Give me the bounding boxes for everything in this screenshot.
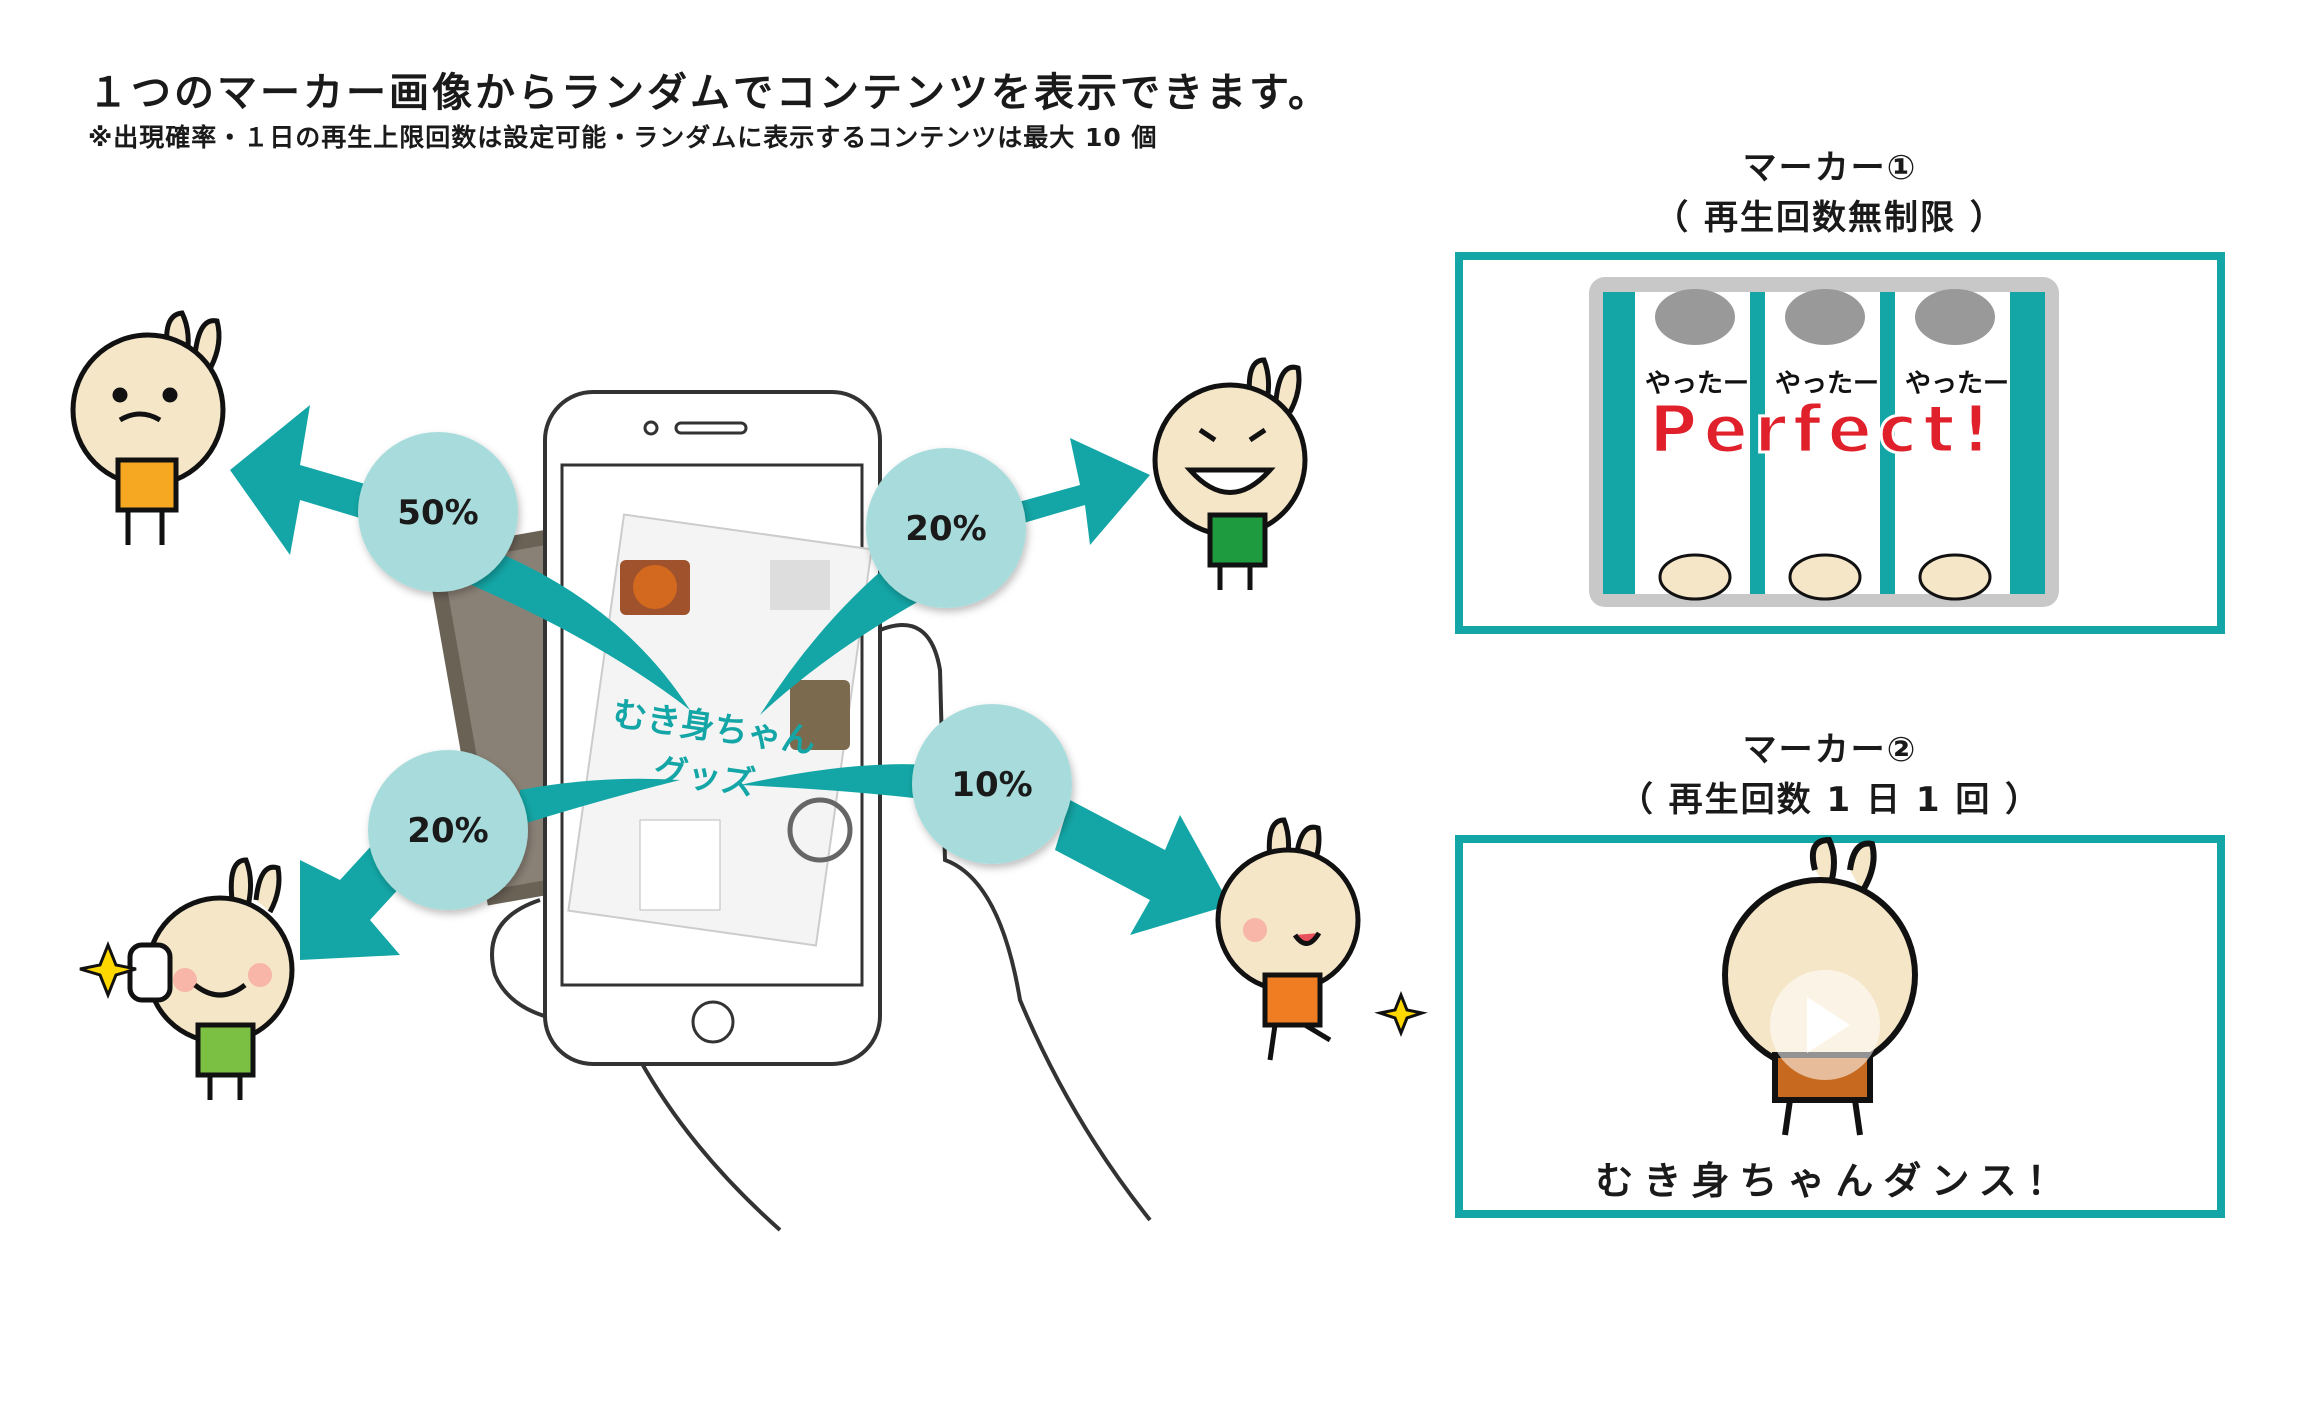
- sparkle-star-icon: [79, 940, 137, 1000]
- outcome-1-label: 50%: [397, 493, 478, 533]
- goods-sticker-sheet: [639, 819, 721, 911]
- play-button-icon[interactable]: [1770, 970, 1880, 1080]
- bubble-outcome-2: [866, 448, 1026, 608]
- arrow-lower-right: [1055, 800, 1230, 935]
- kick-star-icon: [1374, 990, 1428, 1038]
- marker-2-title: マーカー②: [1742, 730, 1918, 770]
- home-button-icon: [691, 1000, 735, 1044]
- dance-video-preview: [1722, 836, 1918, 1136]
- marker-booklet: むき身ちゃん グッズ: [567, 513, 873, 947]
- bubble-outcome-3: [368, 750, 528, 910]
- speaker-icon: [674, 421, 748, 435]
- page-note: ※出現確率・１日の再生上限回数は設定可能・ランダムに表示するコンテンツは最大 1…: [88, 123, 1158, 152]
- connectors: [460, 545, 930, 825]
- marker-1-title: マーカー①: [1742, 148, 1918, 188]
- slot-game-preview: やったー やったー やったー Perfect!: [1589, 277, 2059, 607]
- marker-2-subtitle: （ 再生回数 1 日 1 回 ）: [1618, 780, 2042, 820]
- slot-reels: やったー やったー やったー: [1635, 289, 2010, 601]
- reel-2-text: やったー: [1775, 369, 1879, 399]
- arrow-upper-right: [990, 438, 1150, 545]
- thinking-character-icon: [70, 310, 226, 545]
- outcome-4-label: 10%: [951, 765, 1032, 805]
- thumbs-up-character-icon: [127, 857, 295, 1100]
- dance-caption: むき身ちゃんダンス！: [1595, 1159, 2075, 1203]
- reel-1-text: やったー: [1645, 369, 1749, 399]
- goods-tshirt: [770, 560, 830, 610]
- ar-diagram: むき身ちゃん グッズ 50% 20% 20% 10%: [70, 310, 1428, 1232]
- page-title: １つのマーカー画像からランダムでコンテンツを表示できます。: [88, 70, 1331, 116]
- grinning-character-icon: [1152, 357, 1308, 590]
- goods-ring: [787, 797, 853, 863]
- camera-icon: [643, 420, 659, 436]
- outcome-3-label: 20%: [407, 811, 488, 851]
- perfect-overlay: Perfect!: [1649, 391, 1997, 468]
- marker-1-subtitle: （ 再生回数無制限 ）: [1654, 198, 2006, 238]
- bubble-outcome-4: [912, 704, 1072, 864]
- outcome-2-label: 20%: [905, 509, 986, 549]
- bubble-outcome-1: [358, 432, 518, 592]
- reel-3-text: やったー: [1905, 369, 2009, 399]
- winking-character-icon: [1215, 817, 1361, 1061]
- goods-keychain: [790, 680, 850, 750]
- probability-arrows: [230, 405, 1230, 960]
